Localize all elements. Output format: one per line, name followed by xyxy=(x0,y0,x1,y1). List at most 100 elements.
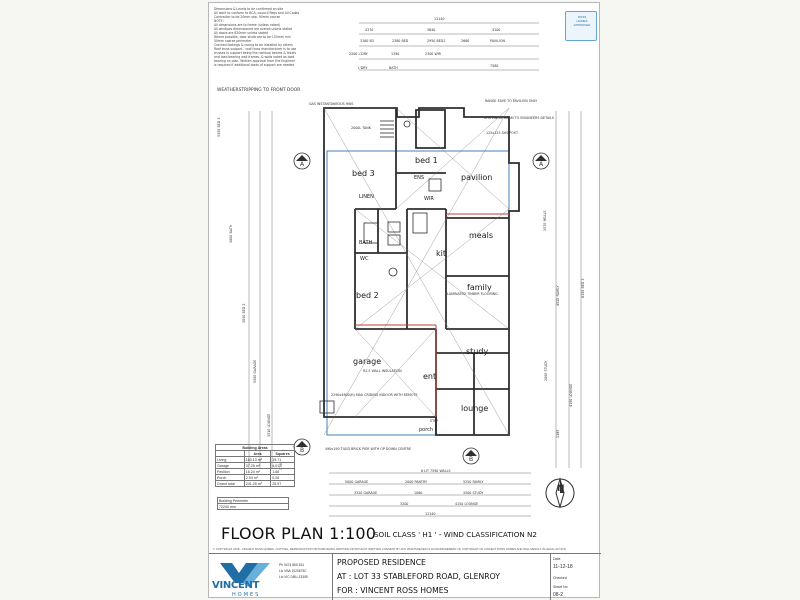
north-arrow xyxy=(545,477,575,509)
eave-note: RANGE EAVE TO PAVILION ONLY xyxy=(485,99,538,103)
right-dimension-1: 3570 MEALS xyxy=(543,210,547,231)
tiled-pier-note: 490x190 TILED BRICK PIER WITH OP DOWN CE… xyxy=(325,447,412,451)
dimension-row3a: 2500 L'DRY xyxy=(349,52,368,56)
room-pavilion: pavilion xyxy=(461,173,493,182)
approval-stamp: ROSS HOMES APPROVED xyxy=(565,11,597,41)
rain-tank-note: 2000L TANK xyxy=(351,126,371,130)
table-cell: 25.97 xyxy=(270,480,295,487)
dimension-row2d: 2660 xyxy=(461,39,470,43)
left-dimension-3: 3050 BED 2 xyxy=(242,303,246,323)
bottom-dimension-row5: 12140 xyxy=(425,512,436,516)
bottom-dimension-row3a: 3320 GARAGE xyxy=(354,491,378,495)
room-bed-1: bed 1 xyxy=(415,156,438,165)
copyright-note: © COPYRIGHT 2018 - VINCENT ROSS HOMES. C… xyxy=(213,548,566,551)
room-entry: ent xyxy=(423,372,437,381)
room-bed-3: bed 3 xyxy=(352,169,375,178)
dimension-row2a: 3180 B3 xyxy=(360,39,374,43)
phone-number: Ph 0474 865 531 xyxy=(279,563,305,567)
project-address: AT : LOT 33 STABLEFORD ROAD, GLENROY xyxy=(337,572,500,581)
title-block: VINCENT HOMES Ph 0474 865 531 Lic VBA 10… xyxy=(209,553,601,600)
right-dimension-5: 2000 STUDY xyxy=(544,360,548,381)
checked-label: Checked xyxy=(553,576,567,580)
note-line: All work to conform to BCA, council Regs… xyxy=(214,11,300,15)
note-line: Where possible, door studs are to be 150… xyxy=(214,35,291,39)
garage-door-note: 2290x4800(H) MAX CRIDING INDOOR WITH REM… xyxy=(331,393,418,397)
stamp-line: APPROVED xyxy=(573,23,591,27)
room-lounge: lounge xyxy=(461,404,489,413)
project-block: PROPOSED RESIDENCE AT : LOT 33 STABLEFOR… xyxy=(332,554,546,600)
date-label: Date xyxy=(553,557,561,561)
section-marker-b-left: B xyxy=(300,447,305,454)
north-label: N xyxy=(557,484,565,494)
lintel-note: RHS LINTEL BEAM TO ENGINEERS DETAILS xyxy=(484,116,554,120)
room-linen: LINEN xyxy=(359,194,374,200)
note-line: 50mm coarse perimeter xyxy=(214,39,252,43)
note-line: All dimensions are to frame (unless note… xyxy=(214,23,280,27)
drawing-title: FLOOR PLAN 1:100 xyxy=(221,524,377,543)
note-line: trusses in support being the nominal bea… xyxy=(214,51,296,55)
note-line: All doors are 820mm unless stated xyxy=(214,31,269,35)
date-value: 11-12-18 xyxy=(553,564,573,570)
flooring-note: LAMINATED TIMBER FLOORING xyxy=(447,292,498,296)
brand-word: VINCENT xyxy=(212,580,260,591)
dimension-row3d: 7580 xyxy=(490,64,499,68)
building-areas-table: Building Areas Area Squares Living 183.1… xyxy=(215,444,295,487)
stamp-line: HOMES xyxy=(576,19,588,23)
bottom-dimension-row4a: 3200 xyxy=(400,502,409,506)
table-cell: 241.25 m² xyxy=(243,480,272,487)
project-client: FOR : VINCENT ROSS HOMES xyxy=(337,586,449,595)
dimension-row3b: 1390 xyxy=(391,52,400,56)
stamp-line: ROSS xyxy=(577,15,587,19)
room-study: study xyxy=(466,347,489,356)
floor-plan-drawing xyxy=(248,22,582,517)
sheet-number-value: 08-2 xyxy=(553,592,564,598)
table-row: Grand total 241.25 m² 25.97 xyxy=(215,480,295,487)
note-line: bearing on plan. Written approval from t… xyxy=(214,59,296,63)
right-dimension-6: 8150 BED 3 xyxy=(581,278,585,298)
logo-mark-icon xyxy=(220,563,270,587)
room-wir: WIR xyxy=(424,196,434,202)
license-line: Lic VIC DBU-13395 xyxy=(279,575,308,579)
project-title: PROPOSED RESIDENCE xyxy=(337,558,426,567)
general-notes: Dimensions & Levels to be confirmed on s… xyxy=(214,7,316,67)
room-garage: garage xyxy=(353,357,382,366)
post-note: 125x125 SHS POST xyxy=(486,131,518,135)
dimension-top-right: 4100 xyxy=(492,28,501,32)
brand-subtitle: HOMES xyxy=(232,592,261,598)
section-marker-a-left: A xyxy=(300,161,305,168)
table-cell: 72240 mm xyxy=(217,503,289,511)
room-kit: kit xyxy=(436,249,446,258)
bottom-dimension-row3c: 3500 STUDY xyxy=(463,491,484,495)
bottom-dimension-row2b: 2000 PANTRY xyxy=(405,480,428,484)
dimension-row2c: 2950 BED1 xyxy=(427,39,446,43)
dimension-row3c: 2300 WIR xyxy=(425,52,441,56)
room-porch: porch xyxy=(419,427,434,433)
dimension-overall-top: 12140 xyxy=(434,17,445,21)
sheet-number-label: Sheet No xyxy=(553,585,568,589)
soil-classification: SOIL CLASS ' H1 ' - WIND CLASSIFICATION … xyxy=(374,530,537,539)
note-line: Contractor to be 20mm sep. 90mm course xyxy=(214,15,281,19)
room-ensuite: ENS xyxy=(414,175,425,181)
bottom-dimension-row2c: 5250 FAMILY xyxy=(463,480,484,484)
drawing-sheet: Dimensions & Levels to be confirmed on s… xyxy=(208,2,601,600)
left-dimension-1: 5350 BED 3 xyxy=(217,117,221,137)
porch-step-note: STEP xyxy=(430,419,439,423)
note-line: Cracked footings & coring to be installe… xyxy=(214,43,293,47)
left-dimension-4: 5500 GARAGE xyxy=(253,359,257,383)
stamp-text: ROSS HOMES APPROVED xyxy=(568,15,596,27)
section-marker-b-right: B xyxy=(469,456,474,463)
left-dimension-2: 1800 BATH xyxy=(229,224,233,243)
room-bath: BATH xyxy=(359,240,373,246)
sheet-details-block: Date 11-12-18 Checked Sheet No 08-2 xyxy=(550,554,601,600)
room-family: family xyxy=(467,283,492,292)
bottom-dimension-row2a: 5000 GARAGE xyxy=(345,480,369,484)
right-dimension-2: 4520 FAMILY xyxy=(556,285,560,306)
note-line: All windows dimensioned are overall unle… xyxy=(214,27,293,31)
left-dimension-5: 3510 LOUNGE xyxy=(267,413,271,437)
note-line: and load bearing wall frames. & walls no… xyxy=(214,55,295,59)
company-logo: VINCENT HOMES xyxy=(212,561,274,598)
table-cell: Grand total xyxy=(215,480,245,487)
note-line: Dimensions & Levels to be confirmed on s… xyxy=(214,7,284,11)
building-perimeter-table: Building Perimeter 72240 mm xyxy=(217,496,289,511)
weatherstripping-note: WEATHERSTRIPPING TO FRONT DOOR xyxy=(217,88,301,93)
